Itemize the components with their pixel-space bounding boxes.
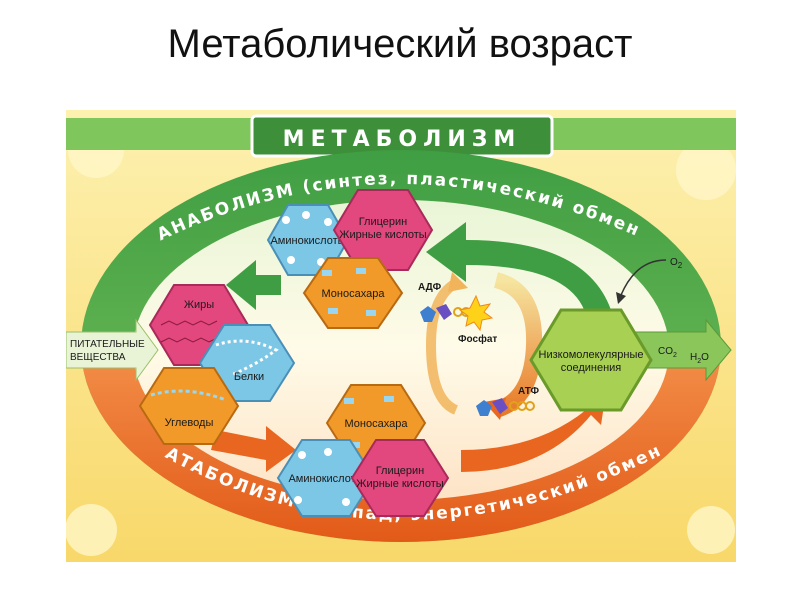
adp-molecule-icon — [420, 306, 436, 322]
lowmol-hexagon — [529, 308, 653, 412]
proteins-label: Белки — [234, 371, 264, 383]
top-glycerol-label-line1: Глицерин — [359, 216, 408, 228]
adp-label: АДФ — [418, 282, 442, 293]
h2o-label: H2O — [690, 352, 709, 365]
co2-label: CO2 — [658, 346, 677, 359]
fats-label: Жиры — [184, 299, 214, 311]
input-label-line1: ПИТАТЕЛЬНЫЕ — [70, 339, 145, 350]
atp-label: АТФ — [518, 386, 539, 397]
top-aminoacids-label: Аминокислоты — [270, 235, 345, 247]
banner-text: МЕТАБОЛИЗМ — [283, 127, 522, 152]
top-monosaccharides-label: Моносахара — [322, 288, 386, 300]
phosphate-label: Фосфат — [458, 333, 497, 345]
top-glycerol-label-line2: Жирные кислоты — [339, 229, 426, 241]
diagram-canvas: МЕТАБОЛИЗМ АНАБОЛИЗМ (синтез, пластическ… — [66, 110, 736, 562]
carbohydrates-hexagon — [138, 367, 240, 445]
bottom-aminoacids-label: Аминокислоты — [288, 473, 363, 485]
top-glycerol-hexagon — [332, 189, 434, 271]
o2-label: O2 — [670, 257, 683, 270]
catabolism-arrow-left — [211, 426, 296, 472]
bottom-glycerol-hexagon — [350, 439, 450, 517]
lowmol-label-line1: Низкомолекулярные — [539, 349, 644, 361]
cycle-arrow-up — [425, 277, 461, 415]
carbohydrates-label: Углеводы — [165, 417, 214, 429]
bottom-glycerol-label-line1: Глицерин — [376, 465, 425, 477]
input-label-line2: ВЕЩЕСТВА — [70, 352, 126, 363]
page-title: Метаболический возраст — [167, 22, 633, 66]
lowmol-label-line2: соединения — [561, 362, 622, 374]
input-arrow — [66, 318, 159, 382]
o2-arrow — [620, 259, 667, 296]
bottom-monosaccharides-label: Моносахара — [345, 418, 409, 430]
phosphate-burst-icon — [458, 294, 494, 332]
catabolism-arrow-right — [461, 392, 606, 472]
anabolism-arrow — [426, 222, 611, 315]
metabolism-diagram: МЕТАБОЛИЗМ АНАБОЛИЗМ (синтез, пластическ… — [66, 110, 736, 562]
cycle-arrow-down — [493, 272, 543, 418]
atp-molecule-icon — [476, 400, 492, 416]
anabolism-arrow-left — [226, 260, 281, 310]
bottom-glycerol-label-line2: Жирные кислоты — [356, 478, 443, 490]
